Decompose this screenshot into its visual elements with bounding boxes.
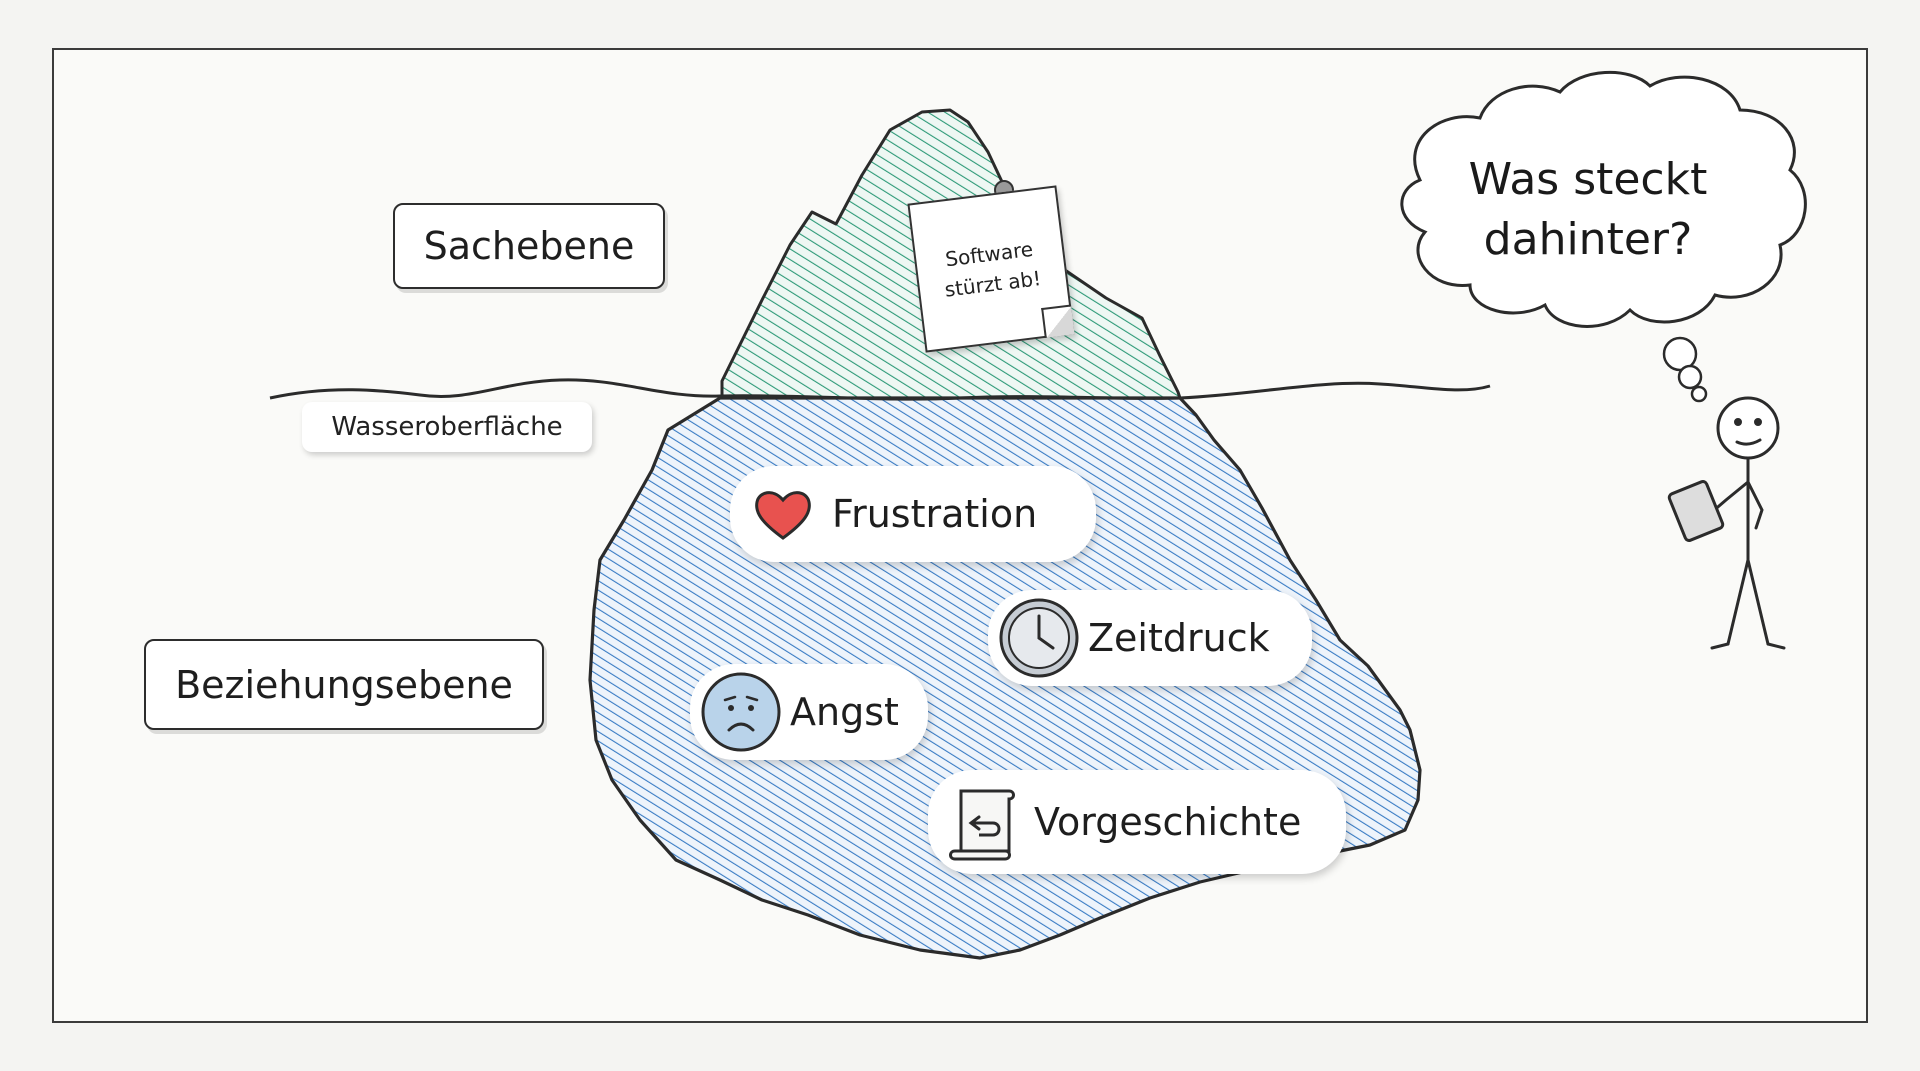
angst-pill: Angst	[690, 664, 928, 760]
thought-line-1: Was steckt	[1468, 154, 1708, 205]
thought-cloud	[1400, 70, 1807, 328]
zeitdruck-pill: Zeitdruck	[988, 590, 1312, 686]
thought-text: Was steckt dahinter?	[1418, 150, 1758, 270]
vorgeschichte-label: Vorgeschichte	[1034, 800, 1302, 844]
zeitdruck-label: Zeitdruck	[1088, 616, 1270, 660]
thought-line-2: dahinter?	[1483, 214, 1693, 265]
heart-icon	[740, 471, 826, 557]
water-surface-label: Wasseroberfläche	[302, 402, 592, 452]
thought-bubble-medium	[1677, 364, 1703, 390]
frustration-pill: Frustration	[730, 466, 1096, 562]
sachebene-label: Sachebene	[393, 203, 665, 289]
water-surface-line	[269, 378, 1491, 401]
clock-icon	[996, 595, 1082, 681]
stick-figure-icon	[1667, 396, 1786, 650]
beziehungsebene-label: Beziehungsebene	[144, 639, 544, 730]
scroll-history-icon	[942, 779, 1028, 865]
thought-bubble-small	[1690, 385, 1708, 403]
angst-label: Angst	[790, 690, 899, 734]
frustration-label: Frustration	[832, 492, 1038, 536]
sticky-note: Software stürzt ab!	[907, 185, 1075, 353]
note-curl	[1041, 304, 1075, 338]
worried-face-icon	[698, 669, 784, 755]
vorgeschichte-pill: Vorgeschichte	[928, 770, 1346, 874]
